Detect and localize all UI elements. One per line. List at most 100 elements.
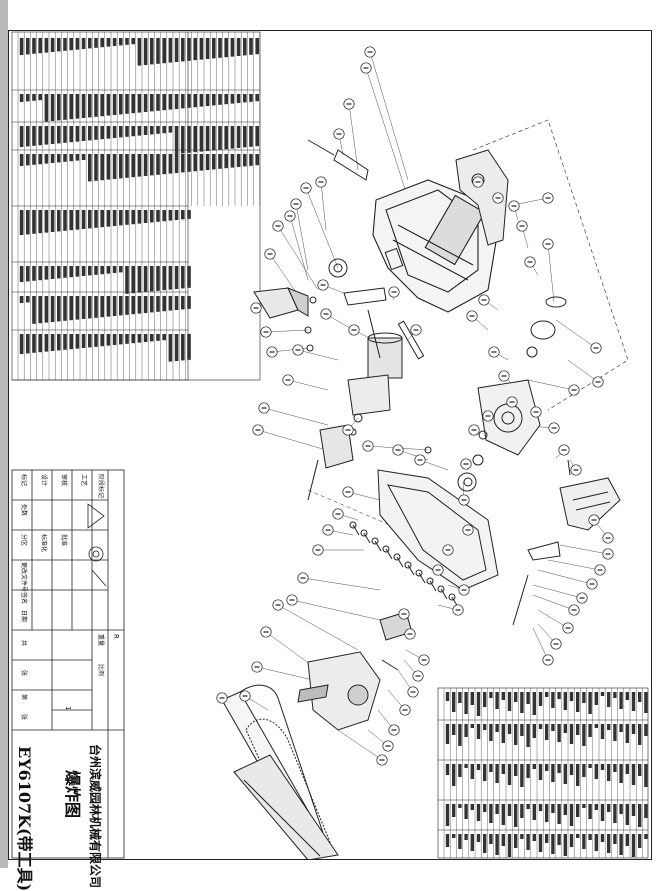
parts-list-entry <box>137 38 142 66</box>
parts-list-lower-entry <box>551 692 555 708</box>
parts-list-lower-entry <box>569 764 574 775</box>
parts-list-entry <box>32 126 36 146</box>
parts-list-entry <box>181 94 185 109</box>
parts-list-entry <box>81 38 86 49</box>
parts-list-lower-entry <box>607 764 611 781</box>
parts-list-lower-entry <box>501 692 505 700</box>
parts-list-lower-entry <box>489 724 493 741</box>
parts-list-entry <box>137 334 142 343</box>
parts-list-entry <box>50 210 55 232</box>
screw <box>426 577 434 585</box>
parts-list-lower-entry <box>445 724 450 744</box>
parts-list-entry <box>243 94 247 103</box>
parts-list-lower-entry <box>526 834 530 850</box>
parts-list-entry <box>181 334 185 361</box>
parts-list-lower-entry <box>600 764 605 770</box>
parts-list-entry <box>224 154 228 169</box>
parts-list-lower-entry <box>600 804 605 821</box>
parts-list-entry <box>150 94 154 112</box>
parts-list-entry <box>38 334 42 353</box>
parts-list-lower-entry <box>600 834 605 842</box>
parts-list-lower-entry <box>563 724 567 733</box>
parts-list-lower-entry <box>557 692 561 699</box>
parts-list-entry <box>38 296 42 324</box>
parts-list-entry <box>243 38 247 56</box>
parts-list-entry <box>162 126 166 134</box>
callout-leader <box>277 225 319 291</box>
callout-leader <box>547 243 555 303</box>
parts-list-entry <box>44 334 49 352</box>
parts-list-lower-entry <box>483 834 487 853</box>
parts-list-entry <box>100 210 104 228</box>
parts-list-lower-entry <box>532 764 536 769</box>
parts-list-entry <box>94 126 98 140</box>
parts-list-entry <box>174 154 179 173</box>
parts-list-lower-entry <box>538 692 543 706</box>
parts-list-lower-entry <box>538 834 543 852</box>
parts-list-lower-entry <box>576 724 580 735</box>
parts-list-entry <box>44 210 49 233</box>
parts-list-entry <box>88 296 92 319</box>
parts-list-lower-entry <box>588 764 592 768</box>
parts-list-entry <box>174 210 179 220</box>
parts-list-lower-entry <box>452 724 456 735</box>
parts-list-entry <box>143 94 148 112</box>
parts-list-entry <box>255 94 259 102</box>
parts-list-entry <box>19 296 24 303</box>
parts-list-entry <box>63 210 67 231</box>
parts-list-entry <box>125 94 129 114</box>
parts-list-entry <box>63 38 67 51</box>
parts-list-lower-entry <box>588 804 592 819</box>
parts-list-entry <box>44 266 49 280</box>
parts-list-lower-entry <box>476 692 481 716</box>
parts-list-entry <box>112 334 117 345</box>
callout-leader <box>532 584 583 599</box>
parts-list-entry <box>81 296 86 319</box>
parts-list-lower-entry <box>520 834 524 839</box>
parts-list-entry <box>181 210 185 220</box>
parts-list-lower-entry <box>445 804 450 826</box>
parts-list-lower-entry <box>526 692 530 704</box>
parts-list-entry <box>112 126 117 138</box>
screw <box>371 537 379 545</box>
parts-list-entries <box>19 38 259 362</box>
parts-list-entry <box>32 296 36 324</box>
parts-list-lower-entry <box>483 804 487 812</box>
callout-leader <box>305 187 339 269</box>
parts-list-entry <box>26 296 30 303</box>
parts-list-lower-entry <box>557 834 561 845</box>
parts-list-lower-entry <box>470 692 474 705</box>
screw-shank <box>440 588 448 600</box>
parts-list-entry <box>137 94 142 113</box>
parts-list-entry <box>88 94 92 118</box>
parts-list-entry <box>32 266 36 281</box>
parts-list-entry <box>143 210 148 223</box>
parts-list-entry <box>236 154 241 167</box>
parts-list-entry <box>212 126 216 151</box>
parts-list-entry <box>69 38 73 51</box>
parts-list-lower-entry <box>631 692 636 711</box>
parts-list-lower-entry <box>619 834 623 855</box>
parts-list-entry <box>199 126 204 152</box>
parts-list-entry <box>143 38 148 65</box>
parts-list-entry <box>94 94 98 117</box>
parts-list-entry <box>249 154 253 166</box>
parts-list-lower-entry <box>576 692 580 712</box>
callout-leader <box>291 599 381 621</box>
battery-pack <box>253 287 309 319</box>
parts-list-lower-entry <box>607 834 611 853</box>
parts-list-lower-entry <box>631 764 636 785</box>
parts-list-lower-entry <box>631 834 636 857</box>
callout-leader <box>265 329 309 333</box>
housing-cover <box>377 469 499 591</box>
parts-list-entry <box>112 210 117 226</box>
parts-list-entry <box>57 154 61 163</box>
parts-list-entry <box>125 334 129 344</box>
parts-list-lower-entry <box>625 724 629 743</box>
parts-list-entry <box>187 210 191 219</box>
parts-list-entry <box>19 266 24 282</box>
parts-list-lower-entry <box>470 804 474 810</box>
parts-list-entry <box>174 266 179 289</box>
parts-list-entry <box>19 334 24 354</box>
parts-list-entry <box>236 38 241 56</box>
